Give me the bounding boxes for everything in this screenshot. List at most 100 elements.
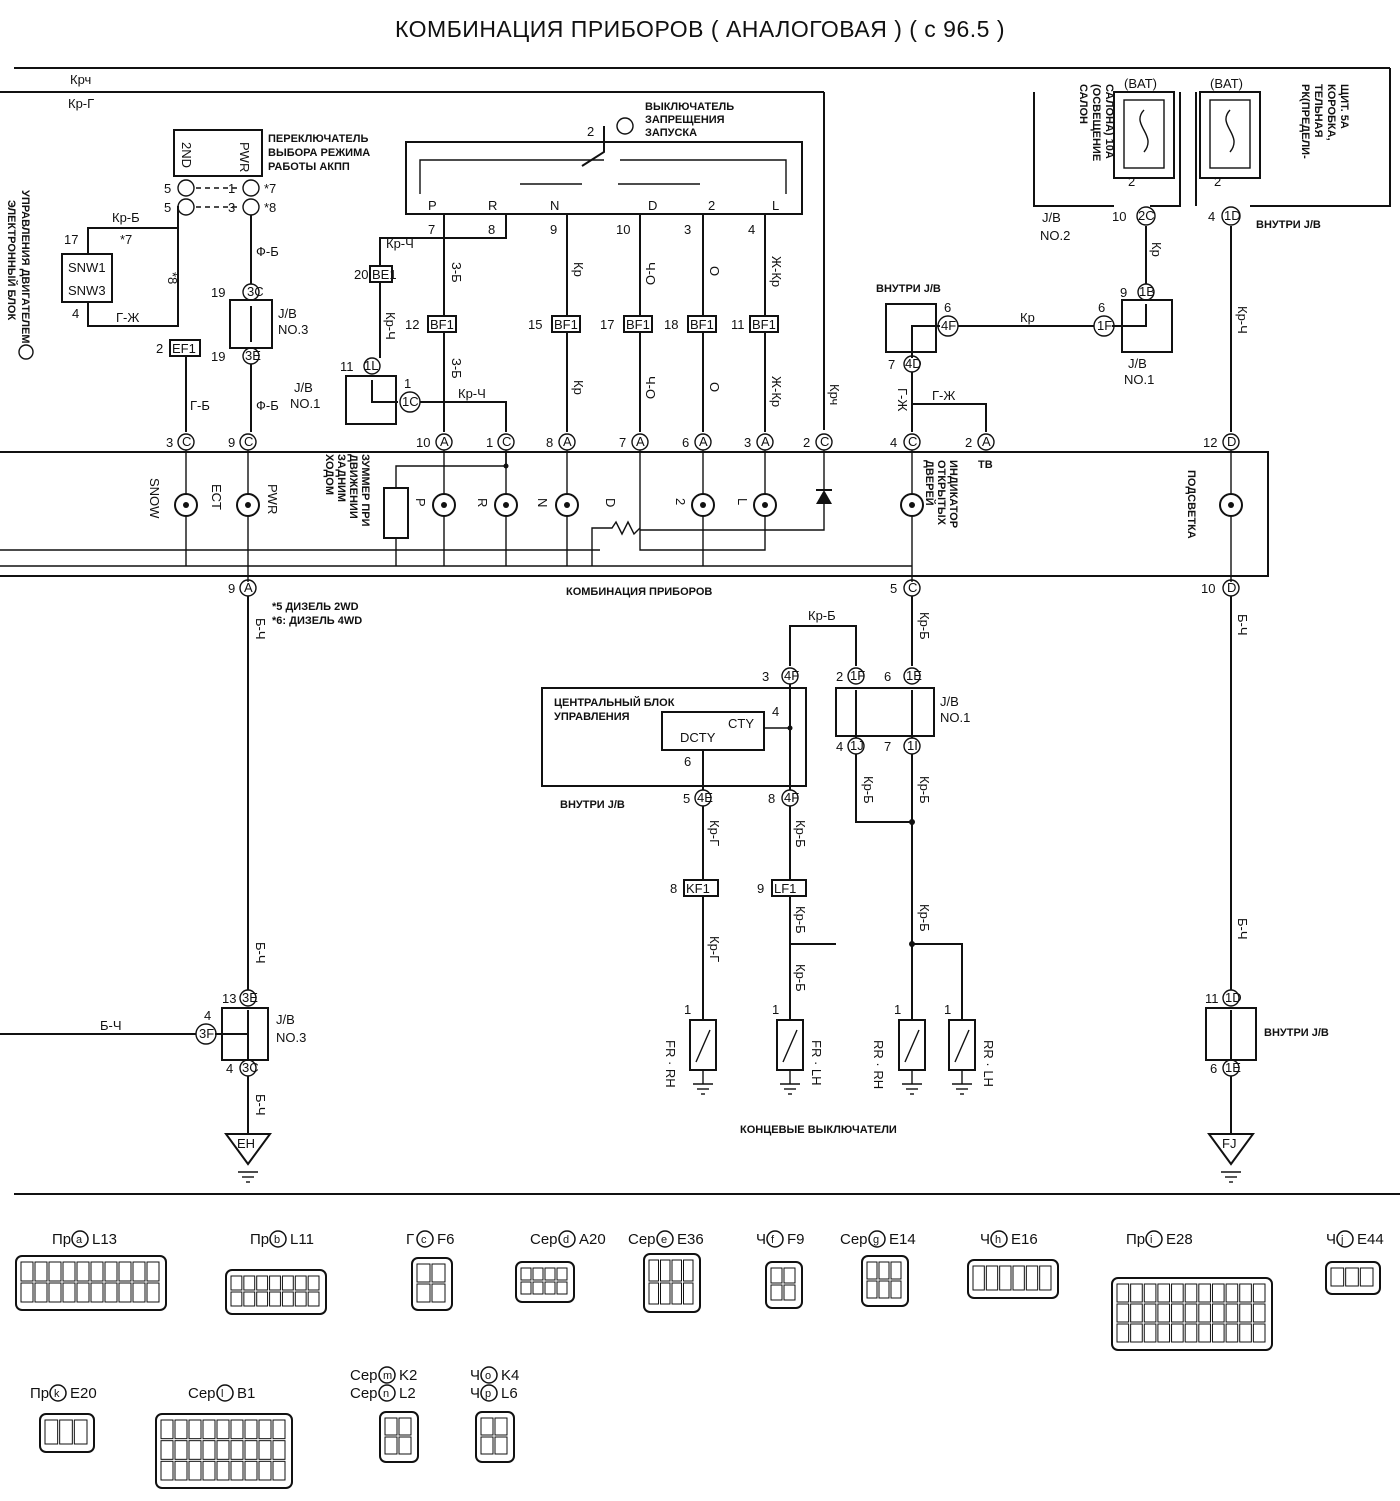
conn-be1-label: BE1 [372, 267, 397, 282]
legend-connector-cell [671, 1259, 682, 1282]
legend-connector-cell [648, 1282, 659, 1305]
conn-bf1-11-pin: 11 [731, 317, 745, 332]
door-switch-fr-lh: 1 FR · LH [772, 1002, 824, 1095]
legend-connector-cell [258, 1440, 272, 1460]
legend-connector-cell [48, 1282, 62, 1303]
legend-connector-cell [660, 1259, 671, 1282]
legend-connector-cell [544, 1267, 556, 1281]
wire-label-fb2: Ф-Б [256, 398, 279, 413]
legend-connector-cell [1143, 1283, 1157, 1303]
inhibit-mark [616, 117, 634, 135]
wire-gzh3 [912, 403, 987, 432]
cl-10a-l: A [440, 434, 449, 449]
conn-bf1-17 [623, 315, 653, 333]
wire-label-krch: Кр-Ч [386, 236, 414, 251]
node-2 [909, 819, 915, 825]
legend-code: E16 [1011, 1231, 1038, 1248]
conn-bf1-12-pin: 12 [405, 317, 419, 332]
rk-bat: (BAT) [1210, 76, 1243, 91]
ecu-label-2: УПРАВЛЕНИЯ ДВИГАТЕЛЕМ [19, 190, 31, 344]
legend-color: Сер [350, 1367, 378, 1384]
atm-switch-body [173, 129, 263, 177]
legend-connector-cell [104, 1282, 118, 1303]
conn-3f-label: 3F [199, 1026, 214, 1041]
legend-connector-cell [648, 1259, 659, 1282]
legend-connector-cell [160, 1419, 174, 1440]
atm-switch-label-1: ПЕРЕКЛЮЧАТЕЛЬ [268, 133, 368, 145]
legend-connector-cell [34, 1261, 48, 1282]
fr-rh-label: FR · RH [663, 1040, 678, 1088]
wire-rrlh [912, 943, 963, 1020]
conn-1d-top [1221, 206, 1241, 226]
rr-rh-contact [904, 1029, 920, 1063]
door-switch-rr-rh: 1 RR · RH [871, 1002, 926, 1095]
atm-pin-5b: 5 [164, 200, 171, 215]
legend-connector-cell [683, 1259, 694, 1282]
conn-be1-pin: 20 [354, 267, 368, 282]
atm-conn-j-left [177, 179, 195, 197]
legend-connector-cell [416, 1263, 431, 1283]
rk-label-4: ЩИТ. 5А [1338, 84, 1350, 129]
legend-connector-cell [480, 1436, 494, 1455]
legend-connector-cell [890, 1280, 902, 1299]
wire-label-krg2: Кр-Г [707, 936, 722, 962]
jb3-upper: 19 3C 19 3E J/B NO.3 [211, 283, 308, 365]
lamp-r-label: R [475, 498, 490, 507]
buzzer-label-3: ЗАДНИМ [335, 454, 347, 502]
wire-label-krch-1c: Кр-Ч [458, 386, 486, 401]
conn-bf1-17-label: BF1 [626, 317, 650, 332]
cl-9a-l: A [244, 580, 253, 595]
door-switches-label: КОНЦЕВЫЕ ВЫКЛЮЧАТЕЛИ [740, 1124, 897, 1136]
cl-5c-l: C [908, 580, 917, 595]
jb2-name: J/B [1042, 210, 1061, 225]
note-2: *6: ДИЗЕЛЬ 4WD [272, 615, 362, 627]
conn-1j-pin: 4 [836, 739, 843, 754]
conn-3e-lower-label: 3E [242, 990, 258, 1005]
legend-connector-cell [878, 1261, 890, 1280]
legend-letter-circle [868, 1230, 886, 1248]
inhibit-pin-9: 9 [550, 222, 557, 237]
legend-connector-cell [1359, 1267, 1374, 1287]
conn-bf1-18-pin: 18 [664, 317, 678, 332]
legend-color: Сер [530, 1231, 558, 1248]
legend-code: A20 [579, 1231, 606, 1248]
legend-connector-cell [431, 1283, 446, 1303]
buzzer-feed [395, 452, 507, 488]
cluster-name: КОМБИНАЦИЯ ПРИБОРОВ [566, 586, 712, 598]
wire-gzh-snw3 [87, 206, 179, 327]
jb-door-link [911, 325, 940, 358]
conn-1e-pin: 6 [884, 669, 891, 684]
wire-label-krb: Кр-Б [112, 210, 140, 225]
legend-letter-circle [480, 1366, 498, 1384]
legend-letter: h [995, 1234, 1001, 1246]
wire-label-zhkr2: Ж-Кр [769, 376, 784, 407]
wire-1j-join [855, 754, 912, 823]
cl-12d-p: 12 [1203, 435, 1217, 450]
legend-connector-cell [1184, 1323, 1198, 1343]
central-label-2: УПРАВЛЕНИЯ [554, 711, 630, 723]
cl-4c-l: C [908, 434, 917, 449]
lamp-snow-dot [183, 502, 189, 508]
wire-label-krb-f: Кр-Б [793, 820, 808, 848]
wire-label-top-krg: Кр-Г [68, 96, 94, 111]
legend-connector-cell [62, 1261, 76, 1282]
conn-kf1 [683, 879, 719, 897]
legend-code: L13 [92, 1231, 117, 1248]
jb1-left: 1L 11 1C 1 J/B NO.1 [290, 357, 421, 425]
conn-bf1-11-label: BF1 [752, 317, 776, 332]
legend-connector-cell [1130, 1323, 1143, 1343]
cl-2c-l: C [820, 434, 829, 449]
legend-connector-cell [1171, 1303, 1184, 1323]
legend-code: F6 [437, 1231, 455, 1248]
conn-ef1-pin: 2 [156, 341, 163, 356]
legend-connector-cell [20, 1282, 34, 1303]
lamp-door-dot [909, 502, 915, 508]
legend-connector-cell [1184, 1283, 1198, 1303]
legend-letter-circle [71, 1230, 89, 1248]
legend-connector-cell [1157, 1283, 1171, 1303]
atm-pin-star7: *7 [264, 181, 276, 196]
legend-connector-cell [1225, 1323, 1239, 1343]
legend-connector-cell [160, 1460, 174, 1481]
